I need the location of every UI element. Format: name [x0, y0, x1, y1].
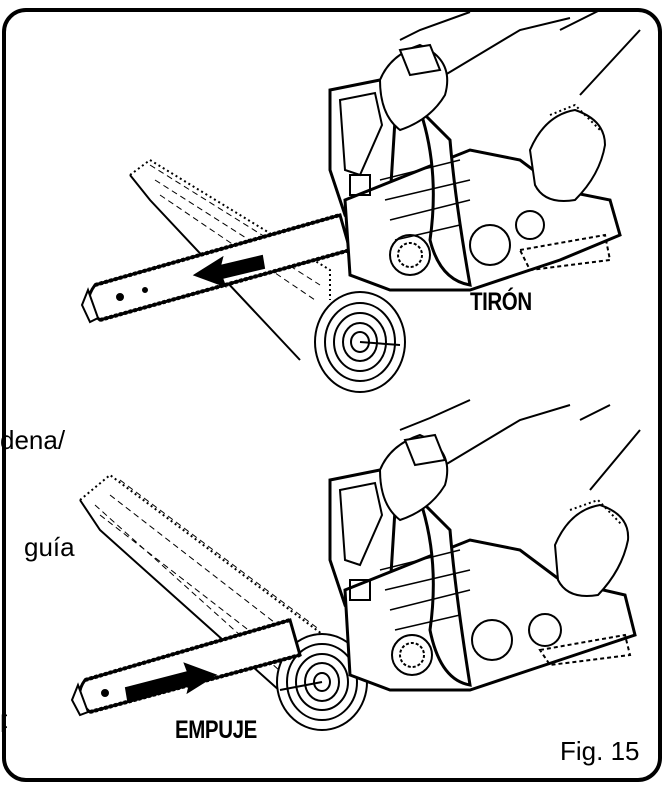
arrow-right-icon: [124, 662, 218, 702]
figure-frame: [2, 8, 662, 782]
top-hands: [378, 9, 641, 202]
push-label: EMPUJE: [175, 716, 257, 744]
side-text-chain: dena/: [0, 425, 66, 455]
side-text-guide: guía: [24, 532, 75, 562]
figure-number: Fig. 15: [560, 736, 640, 766]
bottom-log: [79, 473, 368, 731]
top-scene: [80, 9, 641, 393]
side-text-fragment: p: [0, 706, 7, 732]
bottom-hands: [378, 399, 641, 597]
bottom-scene: [70, 399, 641, 731]
arrow-left-icon: [192, 254, 266, 288]
bottom-saw-body: [328, 468, 637, 692]
top-log: [129, 158, 406, 393]
pull-label: TIRÓN: [470, 288, 532, 316]
